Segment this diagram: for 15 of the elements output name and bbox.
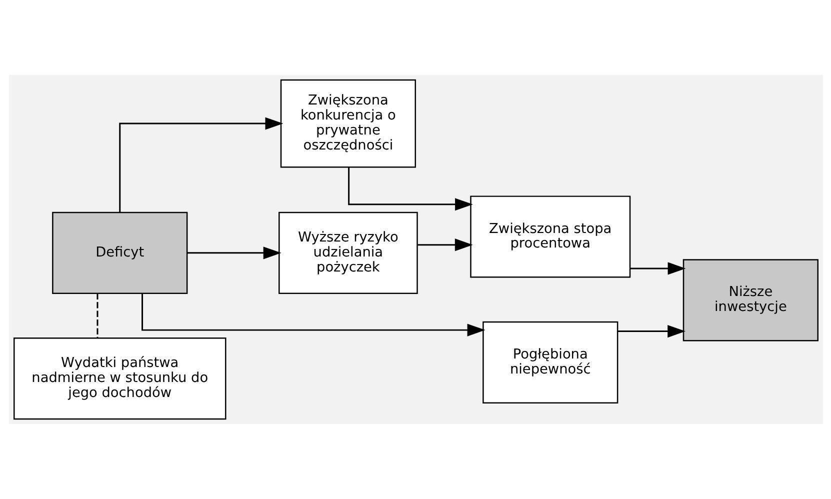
arrow — [141, 294, 485, 336]
arrow — [348, 167, 472, 211]
node-box: Wydatki państwa nadmierne w stosunku do jego dochodów — [13, 338, 226, 420]
connector — [96, 293, 98, 338]
arrow — [617, 325, 686, 338]
node-box: Zwiększona konkurencja o prywatne oszczędności — [280, 79, 416, 168]
arrow — [630, 262, 686, 275]
arrow — [118, 117, 283, 212]
node-box: Pogłębiona niepewność — [482, 321, 618, 404]
node-box: Wyższe ryzyko udzielania pożyczek — [278, 212, 418, 294]
node-box: Niższe inwestycje — [682, 259, 818, 342]
node-box: Zwiększona stopa procentowa — [470, 196, 630, 278]
arrow — [186, 246, 281, 260]
node-box: Deficyt — [52, 212, 188, 294]
arrow — [417, 238, 472, 252]
